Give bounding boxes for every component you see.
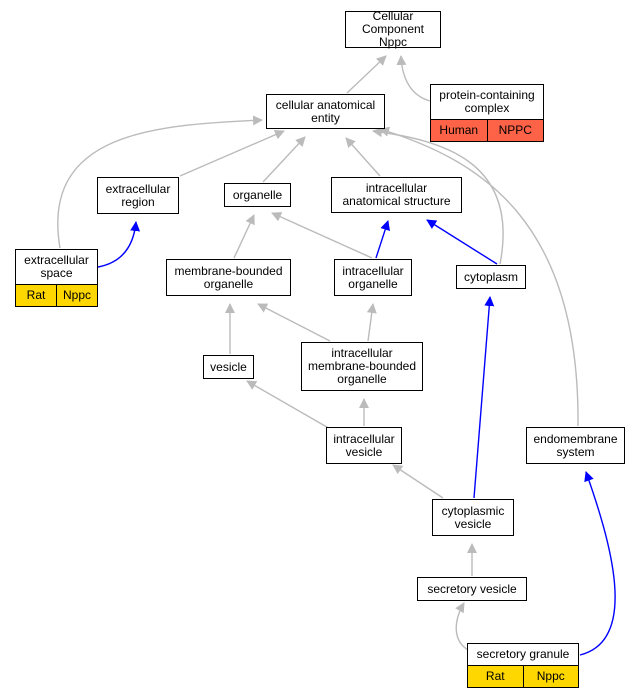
node-extracellular-region[interactable]: extracellular region xyxy=(97,177,179,214)
node-label: intracellular vesicle xyxy=(333,431,395,459)
node-secretory-granule[interactable]: secretory granule Rat Nppc xyxy=(467,643,579,688)
species-badge-human[interactable]: Human xyxy=(431,120,487,141)
edge-is-a-cellular-anatomical-entity-to-root xyxy=(346,55,387,94)
edge-part-of-extracellular-space-to-extracellular-region xyxy=(97,221,141,268)
node-organelle[interactable]: organelle xyxy=(224,183,291,207)
node-label: Cellular Component Nppc xyxy=(361,9,425,49)
node-membrane-bounded-organelle[interactable]: membrane-bounded organelle xyxy=(166,259,291,296)
node-secretory-vesicle[interactable]: secretory vesicle xyxy=(417,577,527,601)
edge-is-a-intracellular-membrane-bounded-organelle-to-intracellular-organelle xyxy=(366,303,377,342)
node-label: endomembrane system xyxy=(533,431,618,459)
species-badge-rat[interactable]: Rat xyxy=(468,666,523,687)
node-label: vesicle xyxy=(210,359,247,374)
node-intracellular-anatomical-structure[interactable]: intracellular anatomical structure xyxy=(331,177,462,213)
edge-is-a-intracellular-vesicle-to-vesicle xyxy=(246,380,333,431)
node-intracellular-vesicle[interactable]: intracellular vesicle xyxy=(326,427,402,464)
node-label: intracellular organelle xyxy=(342,263,404,291)
edge-is-a-membrane-bounded-organelle-to-organelle xyxy=(233,214,255,259)
edge-is-a-extracellular-space-to-cellular-anatomical-entity xyxy=(57,115,263,249)
edge-part-of-intracellular-organelle-to-intracellular-anatomical-structure xyxy=(375,220,390,259)
edge-is-a-protein-complex-to-root xyxy=(396,55,431,102)
node-cytoplasm[interactable]: cytoplasm xyxy=(456,265,526,289)
node-intracellular-membrane-bounded-organelle[interactable]: intracellular membrane-bounded organelle xyxy=(301,342,423,391)
node-vesicle[interactable]: vesicle xyxy=(203,355,254,379)
node-label: membrane-bounded organelle xyxy=(174,263,283,291)
gene-badge-nppc[interactable]: NPPC xyxy=(486,120,543,141)
node-label: cytoplasm xyxy=(463,269,519,284)
node-endomembrane-system[interactable]: endomembrane system xyxy=(526,427,625,464)
node-cellular-component-root[interactable]: Cellular Component Nppc xyxy=(345,9,441,49)
node-label: organelle xyxy=(232,187,283,202)
node-label: extracellular space xyxy=(24,253,89,280)
node-label: extracellular region xyxy=(105,181,171,209)
edge-part-of-secretory-granule-to-endomembrane-system xyxy=(579,471,616,656)
node-label: protein-containing complex xyxy=(439,88,535,115)
annotation-badges: Human NPPC xyxy=(431,119,543,141)
edge-is-a-intracellular-membrane-bounded-organelle-to-membrane-bounded-organelle xyxy=(257,303,331,342)
node-label: secretory granule xyxy=(476,647,570,661)
node-label: cytoplasmic vesicle xyxy=(441,503,505,531)
edge-is-a-endomembrane-system-to-cellular-anatomical-entity xyxy=(379,126,579,427)
edge-is-a-secretory-granule-to-secretory-vesicle xyxy=(455,602,469,651)
edge-is-a-intracellular-anatomical-structure-to-cellular-anatomical-entity xyxy=(345,137,381,177)
annotation-badges: Rat Nppc xyxy=(16,284,97,306)
gene-badge-nppc[interactable]: Nppc xyxy=(56,285,97,306)
node-label: secretory vesicle xyxy=(427,581,517,596)
edge-part-of-cytoplasm-to-intracellular-anatomical-structure xyxy=(426,219,498,265)
node-cytoplasmic-vesicle[interactable]: cytoplasmic vesicle xyxy=(432,499,514,536)
edge-is-a-cytoplasmic-vesicle-to-intracellular-vesicle xyxy=(392,464,444,499)
node-label: intracellular membrane-bounded organelle xyxy=(307,346,417,386)
node-intracellular-organelle[interactable]: intracellular organelle xyxy=(334,259,412,296)
edge-is-a-extracellular-region-to-cellular-anatomical-entity xyxy=(179,129,285,177)
gene-badge-nppc[interactable]: Nppc xyxy=(522,666,578,687)
edge-is-a-organelle-to-cellular-anatomical-entity xyxy=(262,136,306,183)
node-label: intracellular anatomical structure xyxy=(342,181,451,208)
edge-part-of-cytoplasmic-vesicle-to-cytoplasm xyxy=(473,296,495,499)
node-extracellular-space[interactable]: extracellular space Rat Nppc xyxy=(15,249,98,307)
node-protein-containing-complex[interactable]: protein-containing complex Human NPPC xyxy=(430,84,544,142)
node-label: cellular anatomical entity xyxy=(275,97,376,125)
edge-is-a-intracellular-organelle-to-organelle xyxy=(271,212,373,259)
node-cellular-anatomical-entity[interactable]: cellular anatomical entity xyxy=(266,94,385,129)
annotation-badges: Rat Nppc xyxy=(468,665,578,687)
species-badge-rat[interactable]: Rat xyxy=(16,285,56,306)
